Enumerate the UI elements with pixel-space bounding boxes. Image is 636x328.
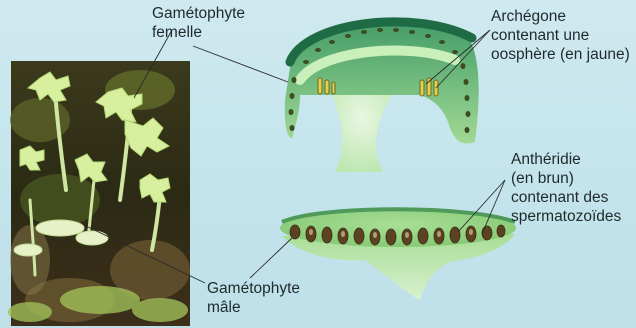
moss-photograph [8, 61, 190, 326]
label-archegone: Archégone contenant une oosphère (en jau… [491, 7, 630, 64]
label-female-gametophyte: Gamétophyte femelle [152, 4, 245, 42]
antheridiophore-section [280, 209, 516, 300]
label-male-gametophyte: Gamétophyte mâle [207, 279, 300, 317]
label-antheridie: Anthéridie (en brun) contenant des sperm… [511, 150, 621, 226]
leader-female-diagram [193, 46, 288, 82]
leader-male-diagram [250, 238, 292, 278]
archegoniophore-section [285, 22, 479, 172]
